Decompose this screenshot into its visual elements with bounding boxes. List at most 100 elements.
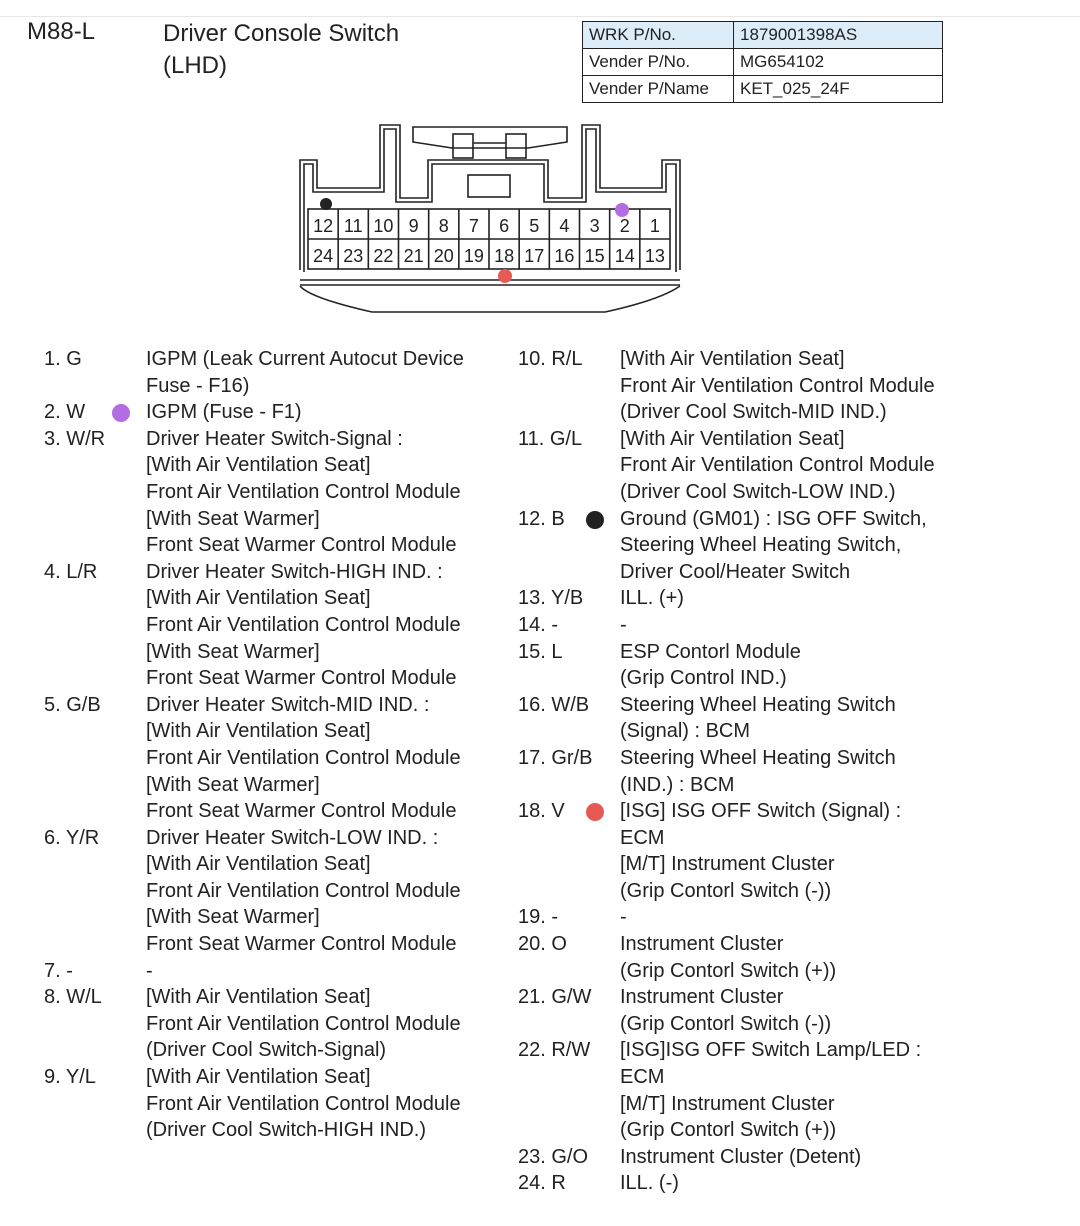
pin-cell-3: 3 — [590, 216, 600, 236]
description-line: [With Air Ventilation Seat] — [146, 454, 371, 477]
pin-number: 3. W/R — [44, 427, 106, 450]
title-line-2: (LHD) — [163, 52, 227, 79]
connector-title: Driver Console Switch (LHD) — [163, 18, 399, 82]
pin-entry: 22. R/W[ISG]ISG OFF Switch Lamp/LED :ECM… — [518, 1037, 935, 1143]
pin-description: Driver Heater Switch-LOW IND. : [With Air… — [146, 825, 464, 958]
description-line: Front Seat Warmer Control Module — [146, 667, 457, 690]
description-line: Front Air Ventilation Control Module — [146, 746, 461, 769]
wire-marker-dot-icon — [112, 404, 130, 423]
pin-number: 2. W — [44, 401, 86, 424]
row-value: KET_025_24F — [733, 75, 943, 103]
pin-cell-9: 9 — [409, 216, 419, 236]
description-line: [With Seat Warmer] — [146, 906, 320, 929]
pin-number: 4. L/R — [44, 560, 98, 583]
pin-description: Ground (GM01) : ISG OFF Switch,Steering … — [620, 506, 935, 586]
pin-description: Steering Wheel Heating Switch(Signal) : … — [620, 692, 935, 745]
description-line: [With Air Ventilation Seat] — [146, 853, 371, 876]
pin-cell-2: 2 — [620, 216, 630, 236]
table-row: Vender P/No.MG654102 — [582, 48, 943, 76]
pin-cell-7: 7 — [469, 216, 479, 236]
pin-number: 21. G/W — [518, 986, 592, 1009]
description-line: Front Air Ventilation Control Module — [146, 879, 461, 902]
description-line: Driver Heater Switch-LOW IND. : — [146, 826, 439, 849]
pin-description: [ISG] ISG OFF Switch (Signal) :ECM[M/T] … — [620, 798, 935, 904]
pin-description: - — [620, 612, 935, 639]
description-line: (Grip Contorl Switch (-)) — [620, 1012, 832, 1035]
pin-description: IGPM (Fuse - F1) — [146, 399, 464, 426]
description-line: [With Air Ventilation Seat] — [146, 986, 371, 1009]
description-line: [M/T] Instrument Cluster — [620, 1092, 835, 1115]
description-line: Front Seat Warmer Control Module — [146, 534, 457, 557]
pin-cell-4: 4 — [559, 216, 569, 236]
pin-entry: 9. Y/L[With Air Ventilation Seat]Front A… — [44, 1064, 464, 1144]
pin-number: 11. G/L — [518, 427, 583, 450]
description-line: Fuse - F16) — [146, 374, 250, 397]
pin-cell-23: 23 — [343, 246, 363, 266]
pin-cell-17: 17 — [524, 246, 544, 266]
pin-number: 19. - — [518, 906, 559, 929]
pin-cell-10: 10 — [373, 216, 393, 236]
pin-entry: 7. -- — [44, 958, 464, 985]
pin-number: 5. G/B — [44, 693, 101, 716]
pin-description: Instrument Cluster (Detent) — [620, 1144, 935, 1171]
description-line: ILL. (+) — [620, 587, 684, 610]
description-line: (Driver Cool Switch-MID IND.) — [620, 401, 887, 424]
pin-description: [With Air Ventilation Seat]Front Air Ven… — [146, 984, 464, 1064]
pin-description: Instrument Cluster(Grip Contorl Switch (… — [620, 931, 935, 984]
pin-description: Instrument Cluster (Grip Contorl Switch (… — [620, 984, 935, 1037]
pin-cell-11: 11 — [344, 216, 363, 236]
description-line: [With Air Ventilation Seat] — [146, 587, 371, 610]
pin-cell-5: 5 — [529, 216, 539, 236]
description-line: [With Air Ventilation Seat] — [620, 427, 845, 450]
pin-number: 16. W/B — [518, 693, 590, 716]
description-line: Instrument Cluster — [620, 986, 784, 1009]
pin-entry: 4. L/R Driver Heater Switch-HIGH IND. :[W… — [44, 559, 464, 692]
pin-description: Steering Wheel Heating Switch(IND.) : BC… — [620, 745, 935, 798]
description-line: Front Seat Warmer Control Module — [146, 800, 457, 823]
pin-entry: 21. G/W Instrument Cluster (Grip Contorl S… — [518, 984, 935, 1037]
description-line: (IND.) : BCM — [620, 773, 735, 796]
description-line: ILL. (-) — [620, 1172, 679, 1195]
pin-description: [With Air Ventilation Seat]Front Air Ven… — [146, 1064, 464, 1144]
pin-number: 15. L — [518, 640, 563, 663]
description-line: (Grip Contorl Switch (+)) — [620, 1119, 837, 1142]
description-line: Instrument Cluster (Detent) — [620, 1145, 862, 1168]
black-dot-pin-12 — [320, 198, 332, 210]
pin-entry: 3. W/R Driver Heater Switch-Signal :[With… — [44, 426, 464, 559]
pin-description: [With Air Ventilation Seat]Front Air Ven… — [620, 346, 935, 426]
description-line: [ISG]ISG OFF Switch Lamp/LED : — [620, 1039, 922, 1062]
pin-cell-12: 12 — [313, 216, 333, 236]
pin-cell-16: 16 — [554, 246, 574, 266]
description-line: [With Air Ventilation Seat] — [620, 348, 845, 370]
description-line: (Grip Control IND.) — [620, 667, 787, 690]
pin-number: 6. Y/R — [44, 826, 100, 849]
pin-cell-22: 22 — [373, 246, 393, 266]
pin-description: ILL. (+) — [620, 585, 935, 612]
description-line: (Signal) : BCM — [620, 720, 751, 743]
row-label: Vender P/Name — [582, 75, 734, 103]
pin-description: Driver Heater Switch-HIGH IND. :[With Ai… — [146, 559, 464, 692]
pin-number: 12. B — [518, 507, 565, 530]
description-line: [With Air Ventilation Seat] — [146, 1066, 371, 1089]
part-number-table: WRK P/No.1879001398AS Vender P/No.MG6541… — [582, 21, 943, 103]
description-line: Front Air Ventilation Control Module — [146, 480, 461, 503]
connector-code: M88-L — [27, 18, 96, 45]
pin-number: 1. G — [44, 348, 82, 370]
pin-description: Driver Heater Switch-Signal :[With Air V… — [146, 426, 464, 559]
pin-cell-15: 15 — [585, 246, 605, 266]
description-line: (Driver Cool Switch-LOW IND.) — [620, 480, 896, 503]
pin-description: [With Air Ventilation Seat] Front Air Ven… — [620, 426, 935, 506]
pin-entry: 19. -- — [518, 904, 935, 931]
description-line: ESP Contorl Module — [620, 640, 801, 663]
pin-entry: 11. G/L [With Air Ventilation Seat] Front … — [518, 426, 935, 506]
description-line: Front Air Ventilation Control Module — [620, 454, 935, 477]
description-line: (Driver Cool Switch-Signal) — [146, 1039, 387, 1062]
pin-description: ILL. (-) — [620, 1170, 935, 1197]
row-label: WRK P/No. — [582, 21, 734, 49]
pin-cell-1: 1 — [650, 216, 660, 236]
pin-entry: 12. B Ground (GM01) : ISG OFF Switch,Stee… — [518, 506, 935, 586]
